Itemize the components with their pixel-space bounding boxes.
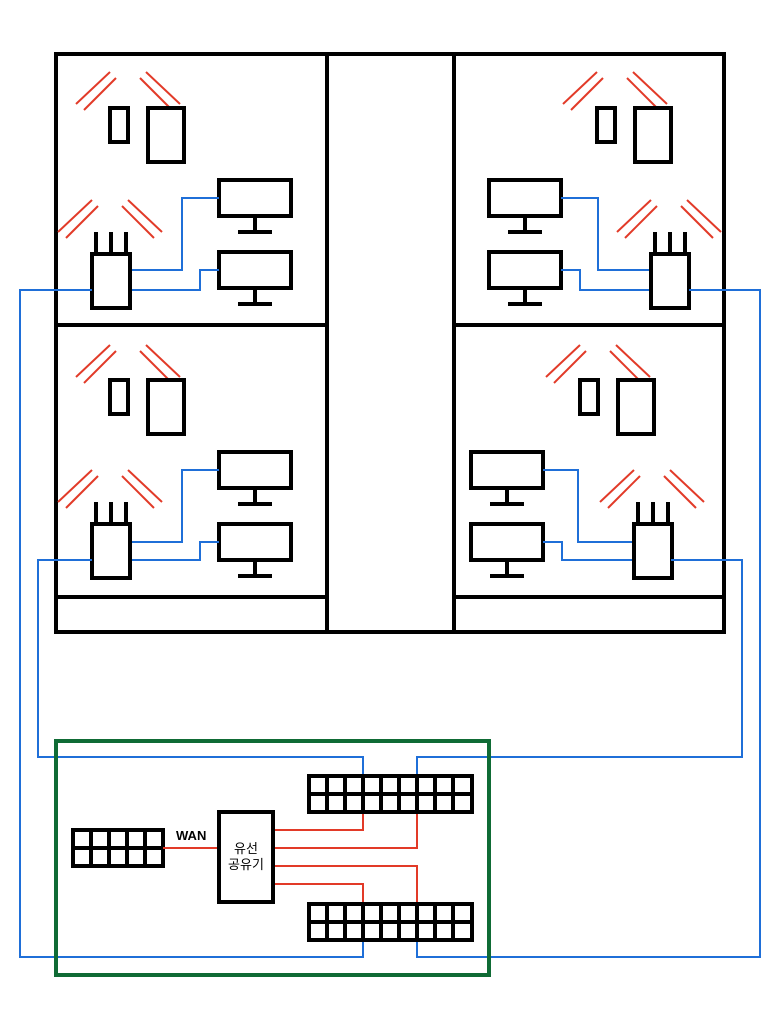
- switch-bottom-icon: [307, 902, 474, 942]
- room-bottom-right: [469, 344, 705, 580]
- mobile-devices-icon: [578, 378, 656, 436]
- mobile-devices-icon: [108, 106, 186, 164]
- room-top-right: [487, 71, 722, 310]
- access-point-icon: [90, 230, 132, 310]
- network-rack: WAN 유선 공유기: [54, 739, 491, 977]
- wifi-signal-icon: [545, 344, 651, 384]
- lan-uplink-cables: [19, 289, 761, 958]
- desktop-monitor-icon: [469, 450, 545, 506]
- wifi-signal-icon: [75, 344, 181, 384]
- access-point-icon: [649, 230, 691, 310]
- router-label-line2: 공유기: [228, 858, 264, 873]
- mobile-devices-icon: [595, 106, 673, 164]
- building-floor-plan: [54, 52, 726, 634]
- wan-label: WAN: [176, 828, 206, 843]
- desktop-monitor-icon: [487, 178, 563, 234]
- modem-icon: [71, 828, 165, 868]
- wifi-signal-icon: [75, 71, 181, 111]
- mobile-devices-icon: [108, 378, 186, 436]
- desktop-monitor-icon: [217, 178, 293, 234]
- desktop-monitor-icon: [469, 522, 545, 578]
- room-top-left: [57, 71, 293, 310]
- wired-router: 유선 공유기: [217, 810, 275, 904]
- desktop-monitor-icon: [217, 450, 293, 506]
- access-point-icon: [90, 500, 132, 580]
- room-bottom-left: [57, 344, 293, 580]
- wifi-signal-icon: [562, 71, 668, 111]
- desktop-monitor-icon: [217, 522, 293, 578]
- router-label-line1: 유선: [234, 842, 258, 857]
- switch-top-icon: [307, 774, 474, 814]
- desktop-monitor-icon: [487, 250, 563, 306]
- access-point-icon: [632, 500, 674, 580]
- desktop-monitor-icon: [217, 250, 293, 306]
